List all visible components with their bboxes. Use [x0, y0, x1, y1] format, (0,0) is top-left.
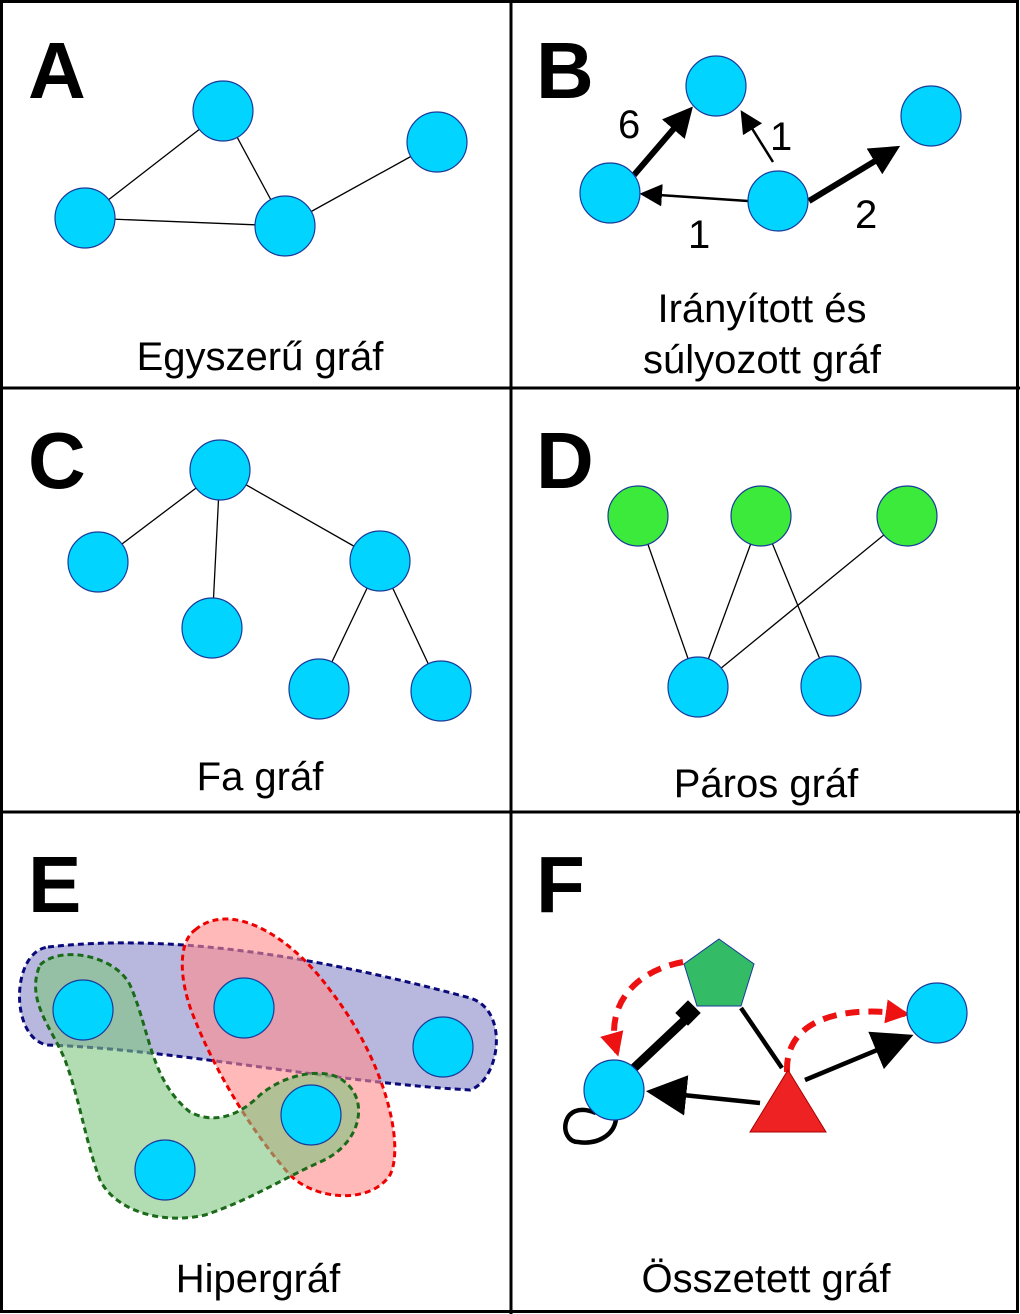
pentagon-node — [683, 938, 755, 1007]
bipartite-top-node — [607, 485, 669, 547]
graph-node — [747, 170, 809, 232]
graph-node — [213, 977, 275, 1039]
weighted-digraph-nodes — [579, 55, 962, 232]
edge-pentagon-triangle — [739, 1006, 784, 1070]
edge-weight-label: 6 — [618, 103, 640, 147]
bipartite-top-node — [876, 485, 938, 547]
graph-node — [410, 660, 472, 722]
panel-caption-b-line2: súlyozott gráf — [643, 338, 882, 382]
graph-node — [288, 658, 350, 720]
graph-node — [134, 1139, 196, 1201]
panel-e: E Hipergráf — [18, 840, 498, 1301]
panel-c: C Fa gráf — [28, 416, 472, 799]
graph-node — [52, 979, 114, 1041]
panel-f: F Összetett gráf — [536, 840, 968, 1301]
edge-weight-1-left — [639, 183, 749, 207]
edge-weight-label: 1 — [770, 115, 792, 159]
edge-weight-2 — [807, 145, 901, 204]
panel-letter-c: C — [28, 416, 86, 505]
graph-node — [54, 187, 116, 249]
simple-graph-nodes — [54, 80, 468, 257]
bipartite-bottom-node — [800, 655, 862, 717]
bipartite-nodes — [607, 485, 938, 718]
compound-nodes — [583, 938, 968, 1133]
panel-letter-d: D — [536, 416, 594, 505]
panel-caption-f: Összetett gráf — [642, 1257, 892, 1301]
hypergraph-nodes — [52, 977, 474, 1201]
graph-node — [189, 439, 251, 501]
graph-node — [181, 597, 243, 659]
graph-node — [192, 80, 254, 142]
panel-d: D Páros gráf — [536, 416, 938, 806]
graph-node — [900, 85, 962, 147]
graph-node — [579, 162, 641, 224]
graph-node — [254, 195, 316, 257]
edge-triangle-right-node — [804, 1031, 914, 1083]
graph-node — [349, 530, 411, 592]
edge-weight-label: 2 — [855, 193, 877, 237]
edge-square-head — [630, 1015, 690, 1072]
panel-caption-a: Egyszerű gráf — [137, 335, 385, 379]
bipartite-top-node — [730, 485, 792, 547]
graph-node — [906, 982, 968, 1044]
edge-weight-1-up — [740, 110, 775, 163]
graph-node — [67, 531, 129, 593]
panel-letter-f: F — [536, 840, 585, 929]
panel-a: A Egyszerű gráf — [28, 26, 468, 379]
bipartite-bottom-node — [667, 656, 729, 718]
panel-caption-b-line1: Irányított és — [658, 287, 867, 331]
panel-letter-e: E — [28, 840, 81, 929]
graph-node — [412, 1016, 474, 1078]
panel-caption-e: Hipergráf — [176, 1257, 341, 1301]
panel-b: B 6 1 1 2 Irányított és súlyozott gráf — [536, 26, 962, 382]
edge-triangle-circle — [645, 1075, 761, 1116]
triangle-node — [749, 1069, 827, 1133]
panel-letter-a: A — [28, 26, 86, 115]
weighted-digraph-edges — [631, 106, 901, 207]
hyperedge-green — [34, 953, 361, 1220]
panel-caption-d: Páros gráf — [674, 762, 859, 806]
edge-weight-label: 1 — [688, 213, 710, 257]
dashed-arrow-triangle-right-node — [783, 999, 910, 1073]
panel-caption-c: Fa gráf — [197, 755, 325, 799]
square-head — [675, 1000, 701, 1026]
dashed-arrow-pentagon-circle — [600, 959, 684, 1057]
graph-node — [280, 1084, 342, 1146]
edge-weight-6 — [631, 106, 693, 177]
self-loop-edge — [563, 1107, 619, 1145]
compound-edges — [563, 959, 914, 1145]
graph-node — [406, 111, 468, 173]
panel-letter-b: B — [536, 26, 594, 115]
graph-node — [685, 55, 747, 117]
tree-nodes — [67, 439, 472, 722]
graph-node — [583, 1059, 645, 1121]
